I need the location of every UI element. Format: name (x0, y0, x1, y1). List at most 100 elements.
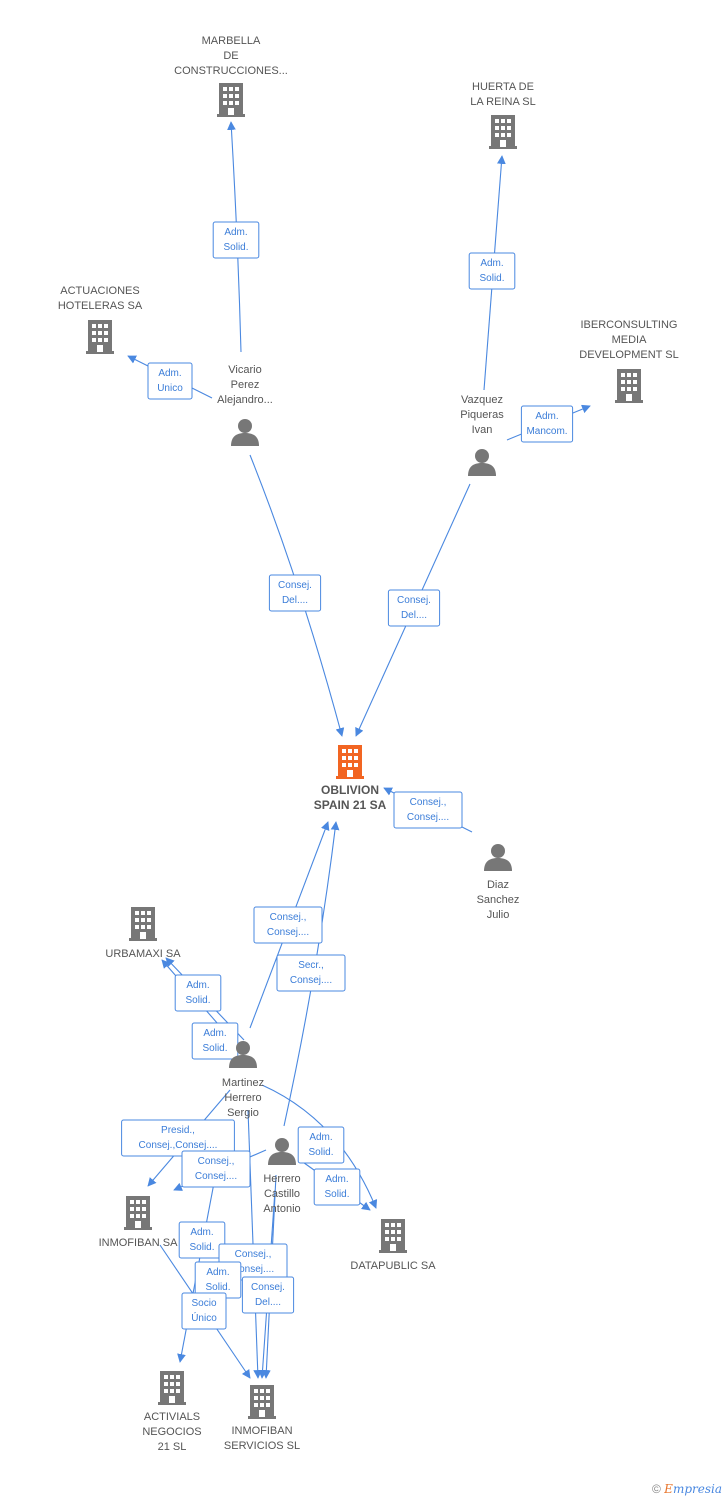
node-label: URBAMAXI SA (105, 948, 181, 960)
edge-label[interactable]: Consej.Del.... (268, 574, 322, 612)
node-label: MARBELLA (202, 35, 261, 47)
edge-label-box (253, 906, 323, 944)
footer-brand[interactable]: © Empresia (652, 1482, 722, 1496)
node-vicario[interactable]: VicarioPerezAlejandro... (217, 364, 273, 446)
node-label: Sergio (227, 1107, 259, 1119)
edge-label[interactable]: Adm.Solid. (468, 252, 516, 290)
edge-label-text: Adm. (206, 1267, 229, 1278)
node-label: HOTELERAS SA (58, 300, 143, 312)
edge-label[interactable]: Adm. Solid. (191, 1022, 239, 1060)
edge-label-text: Del.... (255, 1297, 281, 1308)
edge-label-text: Consej., (410, 797, 447, 808)
edge-label-text: Solid. (479, 273, 504, 284)
edge-label[interactable]: Adm. Solid. (212, 221, 260, 259)
brand-rest: mpresia (672, 1482, 722, 1496)
person-icon (484, 844, 512, 871)
node-label: Perez (231, 379, 260, 391)
node-label: SERVICIOS SL (224, 1440, 300, 1452)
node-inmofiban[interactable]: INMOFIBAN SA (99, 1196, 179, 1249)
edge-label-text: Consej.... (407, 812, 449, 823)
edge-label-text: Solid. (324, 1189, 349, 1200)
building-icon (489, 115, 517, 149)
node-datapublic[interactable]: DATAPUBLIC SA (350, 1219, 436, 1272)
edge-label-text: Único (191, 1311, 217, 1324)
edge-label[interactable]: Adm.Mancom. (520, 405, 574, 443)
edge-label-text: Adm. (224, 227, 247, 238)
edge-label[interactable]: Adm. Solid. (313, 1168, 361, 1206)
node-label: Ivan (472, 424, 493, 436)
edge-label-text: Adm. (158, 368, 181, 379)
edge-label[interactable]: Adm. Unico (147, 362, 193, 400)
edge-label[interactable]: Adm.Solid. (194, 1261, 242, 1299)
edge-label-box (313, 1168, 361, 1206)
node-label: Herrero (224, 1092, 261, 1104)
node-label: Sanchez (477, 894, 520, 906)
edge-label-text: Del.... (401, 610, 427, 621)
edge-label-text: Consej.... (195, 1171, 237, 1182)
building-icon (86, 320, 114, 354)
edge-labels-layer: Adm. Solid. Adm. Solid. Adm. UnicoAdm.Mancom.… (121, 221, 574, 1330)
edge-label-text: Adm. (203, 1028, 226, 1039)
edge-label[interactable]: Consej.,Consej.... (181, 1150, 251, 1188)
edge-label[interactable]: Adm.Solid. (174, 974, 222, 1012)
node-label: Piqueras (460, 409, 504, 421)
edge-label-text: Consej., (235, 1249, 272, 1260)
edge-label-text: Adm. (325, 1174, 348, 1185)
edge-label-text: Consej. (251, 1282, 285, 1293)
node-label: ACTIVIALS (144, 1411, 200, 1423)
edge-label[interactable]: Consej.,Consej.... (253, 906, 323, 944)
building-icon (336, 745, 364, 779)
edge-label[interactable]: Presid.,Consej.,Consej.... (121, 1119, 235, 1157)
node-marbella[interactable]: MARBELLADECONSTRUCCIONES... (174, 35, 288, 117)
edge-label-text: Solid. (223, 242, 248, 253)
edge-label-text: Presid., (161, 1125, 195, 1136)
building-icon (124, 1196, 152, 1230)
edge-label-text: Unico (157, 383, 183, 394)
edge-label-box (121, 1119, 235, 1157)
node-label: Vazquez (461, 394, 503, 406)
edge-label[interactable]: Secr.,Consej.... (276, 954, 346, 992)
edge-label-box (147, 362, 193, 400)
building-icon (129, 907, 157, 941)
edge-label-box (276, 954, 346, 992)
copyright-symbol: © (651, 1482, 661, 1496)
edge-label[interactable]: Adm.Solid. (297, 1126, 345, 1164)
edge-label-box (468, 252, 516, 290)
edge-label-text: Consej. (397, 595, 431, 606)
edge-label-text: Consej.... (232, 1264, 274, 1275)
edge-label[interactable]: Adm.Solid. (178, 1221, 226, 1259)
edge-label-box (181, 1150, 251, 1188)
edge-label-box (387, 589, 441, 627)
node-label: DATAPUBLIC SA (350, 1260, 436, 1272)
building-icon (615, 369, 643, 403)
edge-label[interactable]: Consej., Consej.... (393, 791, 463, 829)
edge-label-box (178, 1221, 226, 1259)
edge-label-text: Consej.... (290, 975, 332, 986)
node-label: CONSTRUCCIONES... (174, 65, 288, 77)
node-urbamaxi[interactable]: URBAMAXI SA (105, 907, 181, 960)
edge-label-text: Socio (191, 1298, 216, 1309)
node-label: Alejandro... (217, 394, 273, 406)
edge-label[interactable]: Consej. Del.... (241, 1276, 295, 1314)
node-label: Vicario (228, 364, 261, 376)
edge-label-text: Solid. (202, 1043, 227, 1054)
edge-label-text: Solid. (189, 1242, 214, 1253)
edge-label-box (212, 221, 260, 259)
node-label: Julio (487, 909, 510, 921)
building-icon (379, 1219, 407, 1253)
person-icon (268, 1138, 296, 1165)
edge-label[interactable]: Consej. Del.... (387, 589, 441, 627)
edge-label-box (181, 1292, 227, 1330)
